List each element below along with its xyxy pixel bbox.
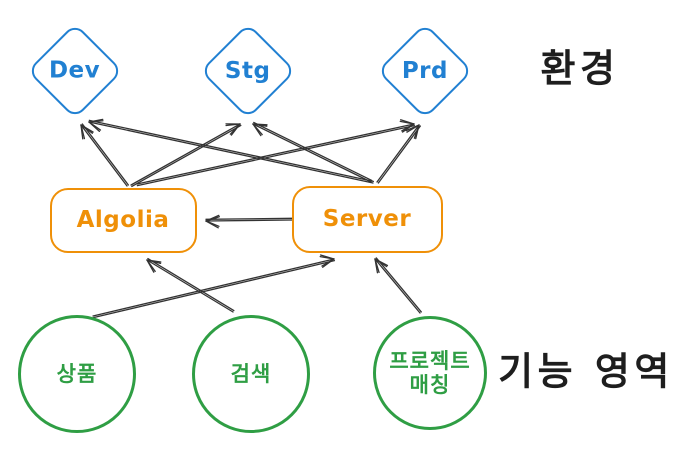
node-prd: Prd [376,22,474,120]
node-label-prd: Prd [401,57,449,84]
node-label-dev: Dev [49,57,101,84]
node-stg: Stg [199,22,297,120]
feature-area-row-label: 기능 영역 [498,349,674,394]
node-label-algolia: Algolia [76,206,170,233]
node-label-product: 상품 [56,361,98,386]
node-algolia: Algolia [49,187,197,253]
node-label-project-matching: 프로젝트 매칭 [389,348,471,397]
node-server: Server [291,185,443,253]
node-label-search: 검색 [230,361,272,386]
node-label-stg: Stg [225,57,271,84]
node-project-matching: 프로젝트 매칭 [373,316,487,430]
node-product: 상품 [18,315,136,433]
node-dev: Dev [26,22,124,120]
node-search: 검색 [192,315,310,433]
environment-row-label: 환경 [540,46,620,91]
node-label-server: Server [322,205,412,232]
